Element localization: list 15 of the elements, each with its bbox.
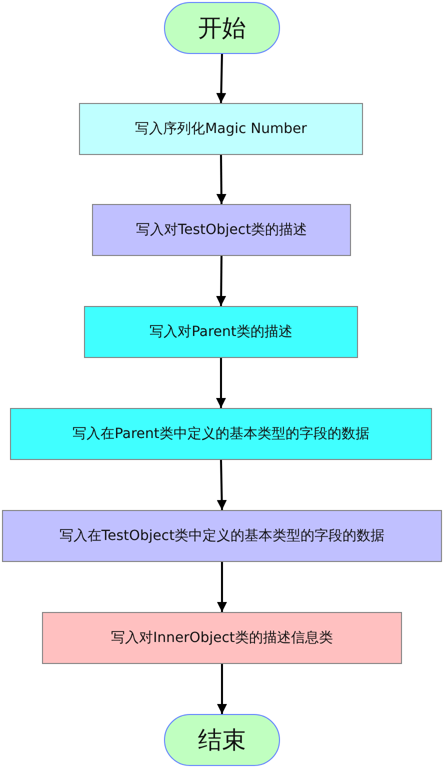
arrow	[216, 54, 226, 104]
process-box: 写入对InnerObject类的描述信息类	[42, 612, 402, 664]
process-box: 写入序列化Magic Number	[79, 103, 363, 155]
terminal-shape: 开始	[164, 2, 280, 54]
arrow	[217, 664, 227, 714]
arrow	[217, 562, 227, 612]
process-box: 写入对Parent类的描述	[84, 306, 358, 358]
arrow	[216, 460, 227, 510]
process-box: 写入对TestObject类的描述	[92, 204, 351, 256]
process-box: 写入在Parent类中定义的基本类型的字段的数据	[10, 408, 432, 460]
arrow	[216, 358, 226, 408]
process-box: 写入在TestObject类中定义的基本类型的字段的数据	[2, 510, 442, 562]
arrow	[216, 154, 226, 204]
terminal-shape: 结束	[164, 714, 280, 766]
arrow	[216, 256, 226, 306]
